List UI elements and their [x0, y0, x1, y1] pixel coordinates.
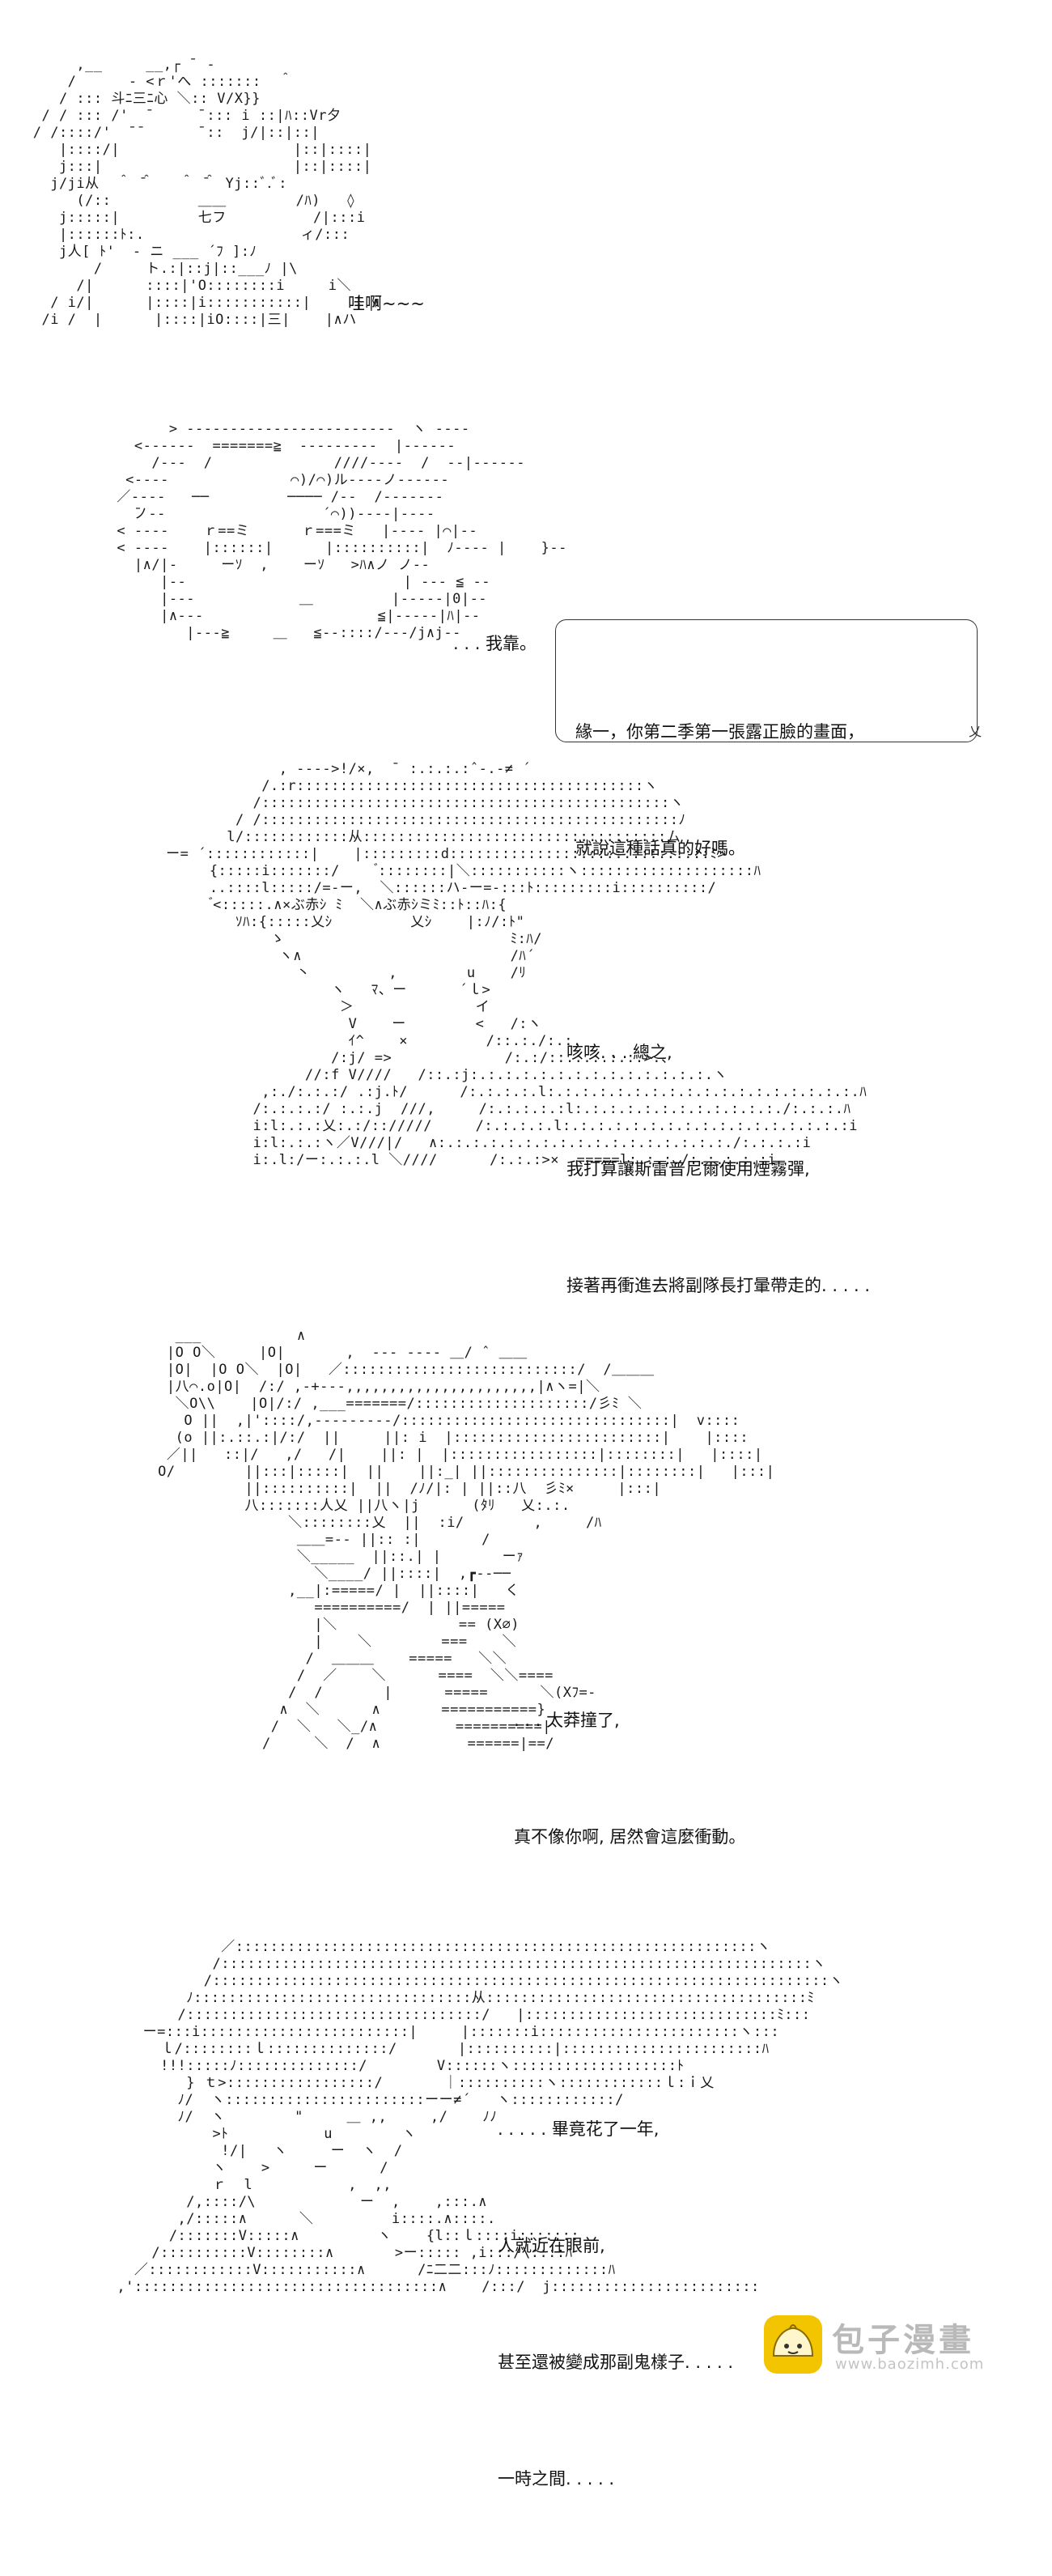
- speech-line: 人就近在眼前,: [498, 2236, 605, 2255]
- speech-line: 咳咳. . . 總之,: [566, 1043, 672, 1062]
- speech-line: 我打算讓斯雷普尼爾使用煙霧彈,: [566, 1159, 810, 1179]
- ascii-art-character: ／:::::::::::::::::::::::::::::::::::::::…: [117, 1939, 844, 2295]
- speech-line: 真不像你啊, 居然會這麼衝動。: [514, 1827, 746, 1847]
- watermark-title: 包子漫畫: [832, 2322, 974, 2359]
- bubble-tail-icon: 乂: [968, 724, 982, 739]
- speech-text: 咳咳. . . 總之, 我打算讓斯雷普尼爾使用煙霧彈, 接著再衝進去將副隊長打暈…: [566, 955, 870, 1383]
- panel-1: ,__ __,┌ ̄ - / - <ｒ'へ ::::::: ＾ / ::: 斗ﾆ…: [0, 0, 1052, 397]
- speech-text: . . . 太莽撞了, 真不像你啊, 居然會這麼衝動。: [514, 1623, 745, 1934]
- speech-line: 哇啊~~~: [348, 294, 425, 313]
- speech-text: 哇啊~~~: [348, 206, 425, 401]
- watermark: 包子漫畫 www.baozimh.com: [762, 2312, 1029, 2377]
- ascii-art-character: ,__ __,┌ ̄ - / - <ｒ'へ ::::::: ＾ / ::: 斗ﾆ…: [32, 57, 381, 328]
- speech-text: . . . . . 畢竟花了一年, 人就近在眼前, 甚至還被變成那副鬼樣子. .…: [498, 2032, 733, 2576]
- ascii-art-character: ___ ∧ |O O＼ |O| , --- ---- ＿/ ˆ ＿＿ |O| |…: [158, 1328, 775, 1752]
- bubble-line: 就說這種話真的好嗎。: [575, 839, 745, 858]
- ascii-art-character: , ---->!/×, ̄ :.:.:.:ˆ-.-≠ ´ /.:r:::::::…: [166, 761, 867, 1168]
- speech-line: 接著再衝進去將副隊長打暈帶走的. . . . .: [566, 1276, 871, 1295]
- speech-line: . . . 太莽撞了,: [514, 1711, 620, 1730]
- speech-line: . . . 我靠。: [453, 634, 537, 653]
- speech-line: . . . . . 畢竟花了一年,: [498, 2119, 660, 2139]
- bubble-line: 緣一，你第二季第一張露正臉的畫面，: [575, 722, 864, 742]
- ascii-art-character: > ------------------------ ヽ ---- <-----…: [117, 421, 567, 641]
- watermark-url: www.baozimh.com: [835, 2356, 985, 2373]
- bun-logo-icon: [764, 2315, 822, 2374]
- speech-line: 一時之間. . . . .: [498, 2469, 615, 2489]
- speech-text: . . . 我靠。: [453, 546, 537, 741]
- speech-line: 甚至還被變成那副鬼樣子. . . . .: [498, 2353, 734, 2372]
- speech-bubble: 緣一，你第二季第一張露正臉的畫面， 就說這種話真的好嗎。 乂: [555, 619, 982, 858]
